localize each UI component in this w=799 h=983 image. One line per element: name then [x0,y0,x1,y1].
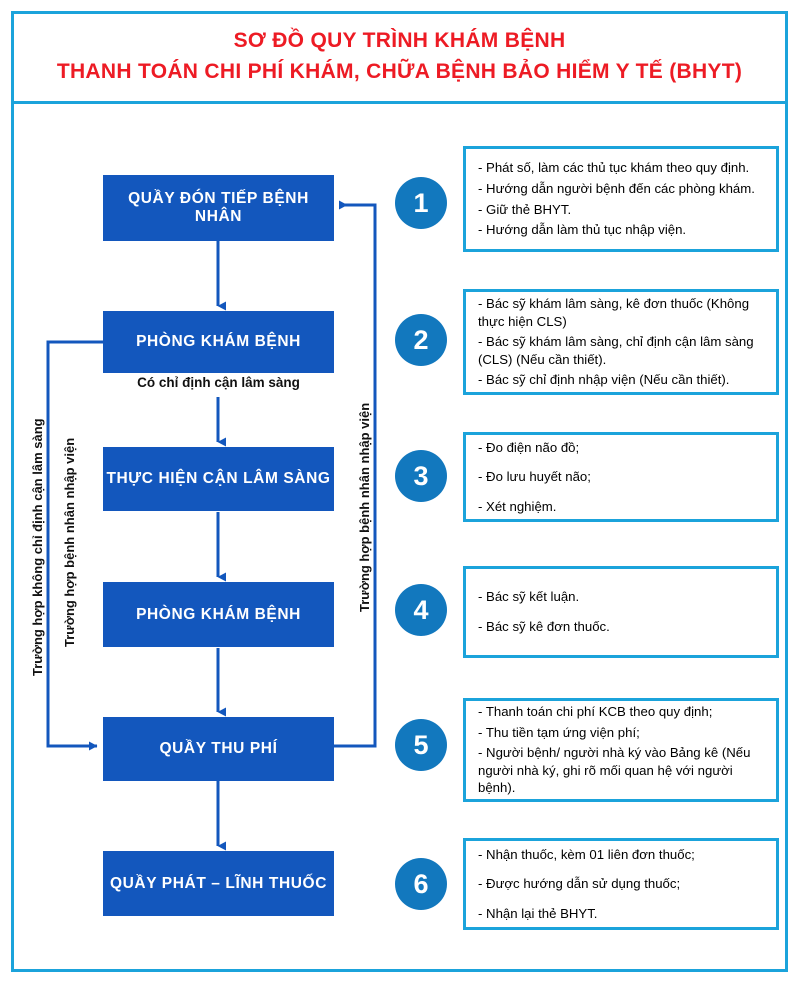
step-number-4: 4 [395,584,447,636]
detail-line: - Nhận thuốc, kèm 01 liên đơn thuốc; [478,846,695,862]
step-number-3: 3 [395,450,447,502]
title-line-2: THANH TOÁN CHI PHÍ KHÁM, CHỮA BỆNH BẢO H… [56,59,743,83]
detail-box-step-2: - Bác sỹ khám lâm sàng, kê đơn thuốc (Kh… [463,289,779,395]
title-band: SƠ ĐỒ QUY TRÌNH KHÁM BỆNH THANH TOÁN CHI… [11,11,788,104]
detail-box-step-1: - Phát số, làm các thủ tục khám theo quy… [463,146,779,252]
detail-line: - Phát số, làm các thủ tục khám theo quy… [478,160,750,176]
process-box-label: PHÒNG KHÁM BỆNH [136,605,301,623]
side-label-inpatient-left: Trường hợp bệnh nhân nhập viện [62,437,77,647]
detail-line: - Bác sỹ khám lâm sàng, kê đơn thuốc (Kh… [478,296,750,329]
process-box-label: QUẦY THU PHÍ [159,740,278,757]
step-number-1: 1 [395,177,447,229]
detail-line: - Người bệnh/ người nhà ký vào Bảng kê (… [478,745,751,796]
process-box-paraclinical[interactable]: THỰC HIỆN CẬN LÂM SÀNG [103,447,334,511]
detail-line: - Đo lưu huyết não; [478,469,591,485]
process-box-fee-counter[interactable]: QUẦY THU PHÍ [103,717,334,781]
detail-line: - Thu tiền tạm ứng viện phí; [478,724,640,740]
process-box-reception[interactable]: QUẦY ĐÓN TIẾP BỆNH NHÂN [103,175,334,241]
detail-line: - Thanh toán chi phí KCB theo quy định; [478,704,713,720]
process-box-exam-room-1[interactable]: PHÒNG KHÁM BỆNH [103,311,334,373]
side-label-inpatient-right: Trường hợp bệnh nhân nhập viện [357,402,372,612]
process-box-label: QUẦY PHÁT – LĨNH THUỐC [109,874,327,892]
title-line-1: SƠ ĐỒ QUY TRÌNH KHÁM BỆNH [233,28,566,52]
step-number-6: 6 [395,858,447,910]
process-box-pharmacy[interactable]: QUẦY PHÁT – LĨNH THUỐC [103,851,334,916]
process-box-label: PHÒNG KHÁM BỆNH [136,333,301,350]
detail-box-step-6: - Nhận thuốc, kèm 01 liên đơn thuốc; - Đ… [463,838,779,930]
detail-line: - Bác sỹ kết luận. [478,589,580,605]
process-box-label: QUẦY ĐÓN TIẾP BỆNH NHÂN [128,190,309,225]
step-number-2: 2 [395,314,447,366]
detail-line: - Hướng dẫn người bệnh đến các phòng khá… [478,180,755,196]
detail-line: - Xét nghiệm. [478,498,557,514]
detail-line: - Được hướng dẫn sử dụng thuốc; [478,876,681,892]
detail-line: - Giữ thẻ BHYT. [478,201,572,217]
detail-box-step-5: - Thanh toán chi phí KCB theo quy định; … [463,698,779,802]
outer-frame [11,11,788,972]
detail-line: - Bác sỹ khám lâm sàng, chỉ định cận lâm… [478,334,754,367]
detail-line: - Bác sỹ kê đơn thuốc. [478,619,610,634]
detail-box-step-3: - Đo điện não đồ; - Đo lưu huyết não; - … [463,432,779,522]
detail-line: - Đo điện não đồ; [478,439,580,455]
step-number-5: 5 [395,719,447,771]
side-label-no-paraclinical: Trường hợp không chỉ định cận lâm sàng [30,418,45,676]
sub-caption-paraclinical-indicated: Có chỉ định cận lâm sàng [137,375,300,390]
detail-line: - Nhận lại thẻ BHYT. [478,905,598,921]
detail-line: - Hướng dẫn làm thủ tục nhập viện. [478,222,687,238]
process-box-exam-room-2[interactable]: PHÒNG KHÁM BỆNH [103,582,334,647]
process-box-label: THỰC HIỆN CẬN LÂM SÀNG [106,470,331,487]
detail-box-step-4: - Bác sỹ kết luận. - Bác sỹ kê đơn thuốc… [463,566,779,658]
detail-line: - Bác sỹ chỉ định nhập viện (Nếu cần thi… [478,372,730,388]
